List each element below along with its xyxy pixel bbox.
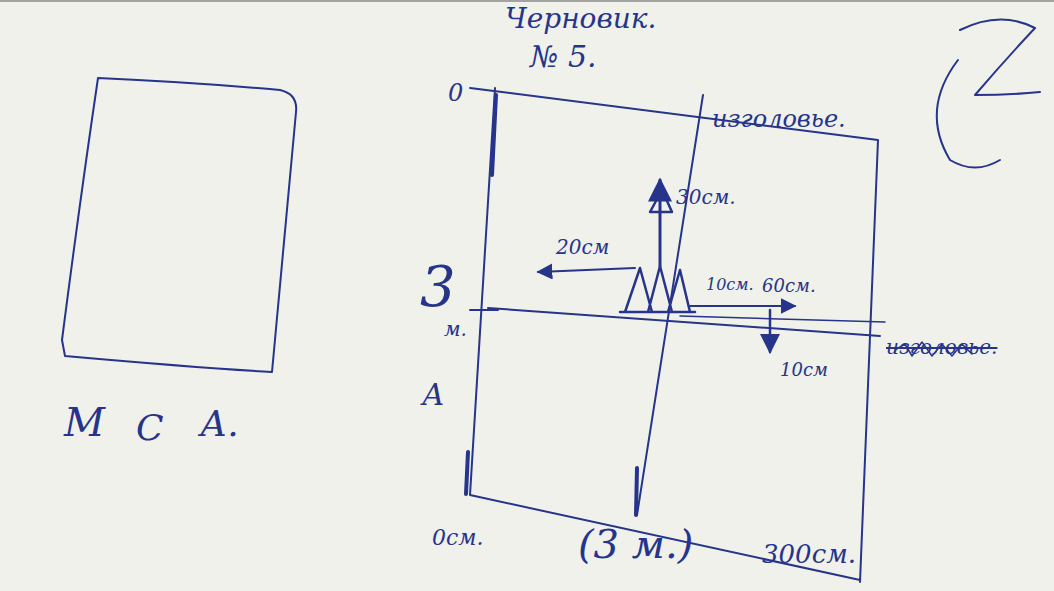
object-symbol [620,266,695,312]
sketch-label: 10см [780,360,828,380]
sketch-label: С [136,408,164,448]
paper-rule [0,0,1054,2]
room-outline [62,78,296,372]
plan-outline [470,88,878,582]
scale-tick [492,95,496,175]
sketch-label: изголовье. [712,106,846,132]
scale-tick [636,468,637,515]
sketch-label: 10см. [706,276,754,294]
grade-mark [937,60,1000,168]
sketch-label: 0 [448,80,463,106]
sketch-label: М [64,400,105,444]
sketch-label: 60см. [762,276,816,296]
grade-mark [960,19,1040,95]
scale-tick [466,452,468,494]
sketch-label: А. [200,404,239,444]
sketch-label: А [422,378,445,411]
sketch-label: 3 [420,256,456,318]
sketch-label: 0см. [432,526,484,550]
sketch-label: (3 м.) [578,522,693,566]
sketch-title: Черновик. [505,4,656,35]
dimension-arrow [769,310,772,352]
sketch-label: 30см. [676,186,736,208]
dimension-arrow [690,305,795,307]
sketch-label: м. [444,318,467,340]
dimension-arrow [538,268,635,272]
three-metre-line [680,316,885,322]
sketch-label: изголовье. [886,336,997,358]
arrow-head [650,190,672,212]
sketch-label: 20см [556,236,609,258]
sketch-label: 300см. [762,540,856,569]
sketch-label: № 5. [530,40,597,73]
